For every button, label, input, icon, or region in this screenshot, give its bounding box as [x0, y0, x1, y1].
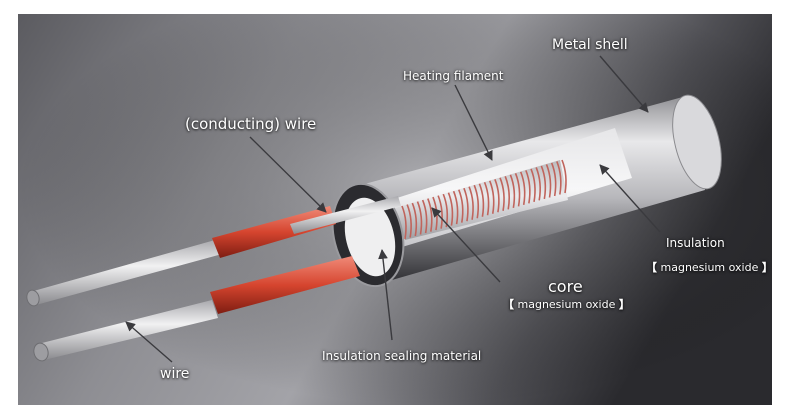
filament-turn	[488, 180, 495, 214]
cutaway-section	[375, 128, 632, 250]
label-insulation-sub: 【 magnesium oxide 】	[646, 261, 773, 274]
label-heating-filament: Heating filament	[403, 69, 504, 83]
filament-turn	[458, 189, 464, 223]
heating-filament-coil	[401, 159, 567, 240]
leader-insulation	[599, 164, 661, 233]
leader-conducting-wire	[249, 136, 327, 213]
filament-turn	[561, 159, 567, 194]
filament-turn	[473, 184, 480, 219]
filament-turn	[530, 168, 536, 203]
filament-turn	[504, 176, 511, 210]
filament-turn	[545, 164, 552, 198]
filament-turn	[514, 173, 521, 207]
filament-turn	[411, 202, 418, 237]
filament-turn	[406, 204, 412, 238]
leader-core	[431, 207, 501, 283]
filament-turn	[556, 161, 562, 195]
filament-turn	[437, 195, 443, 229]
filament-turn	[499, 177, 505, 211]
leader-heating-filament	[454, 84, 493, 161]
filament-turn	[401, 205, 407, 240]
filament-turn	[468, 186, 474, 220]
label-metal-shell: Metal shell	[552, 37, 628, 53]
label-core-sub: 【 magnesium oxide 】	[503, 298, 630, 311]
leader-metal-shell	[599, 55, 649, 113]
filament-turn	[509, 174, 516, 208]
filament-turn	[519, 171, 526, 206]
label-conducting-wire: (conducting) wire	[185, 115, 317, 133]
filament-turn	[535, 167, 541, 201]
filament-turn	[525, 170, 531, 204]
filament-turn	[483, 181, 490, 216]
filament-turn	[447, 192, 454, 226]
filament-turn	[421, 199, 428, 234]
filament-turn	[478, 183, 485, 217]
label-core: core	[548, 277, 583, 296]
filament-turn	[540, 165, 547, 200]
leader-sealing-material	[378, 249, 393, 341]
filament-turn	[463, 187, 469, 222]
label-insulation: Insulation	[666, 236, 725, 250]
upper-wire	[26, 196, 401, 307]
label-wire: wire	[160, 366, 190, 382]
filament-turn	[416, 201, 423, 235]
leader-wire	[125, 321, 173, 363]
filament-turn	[494, 178, 500, 213]
filament-turn	[452, 190, 459, 225]
filament-turn	[550, 162, 557, 197]
label-sealing-material: Insulation sealing material	[322, 349, 482, 363]
leader-lines	[125, 55, 661, 363]
